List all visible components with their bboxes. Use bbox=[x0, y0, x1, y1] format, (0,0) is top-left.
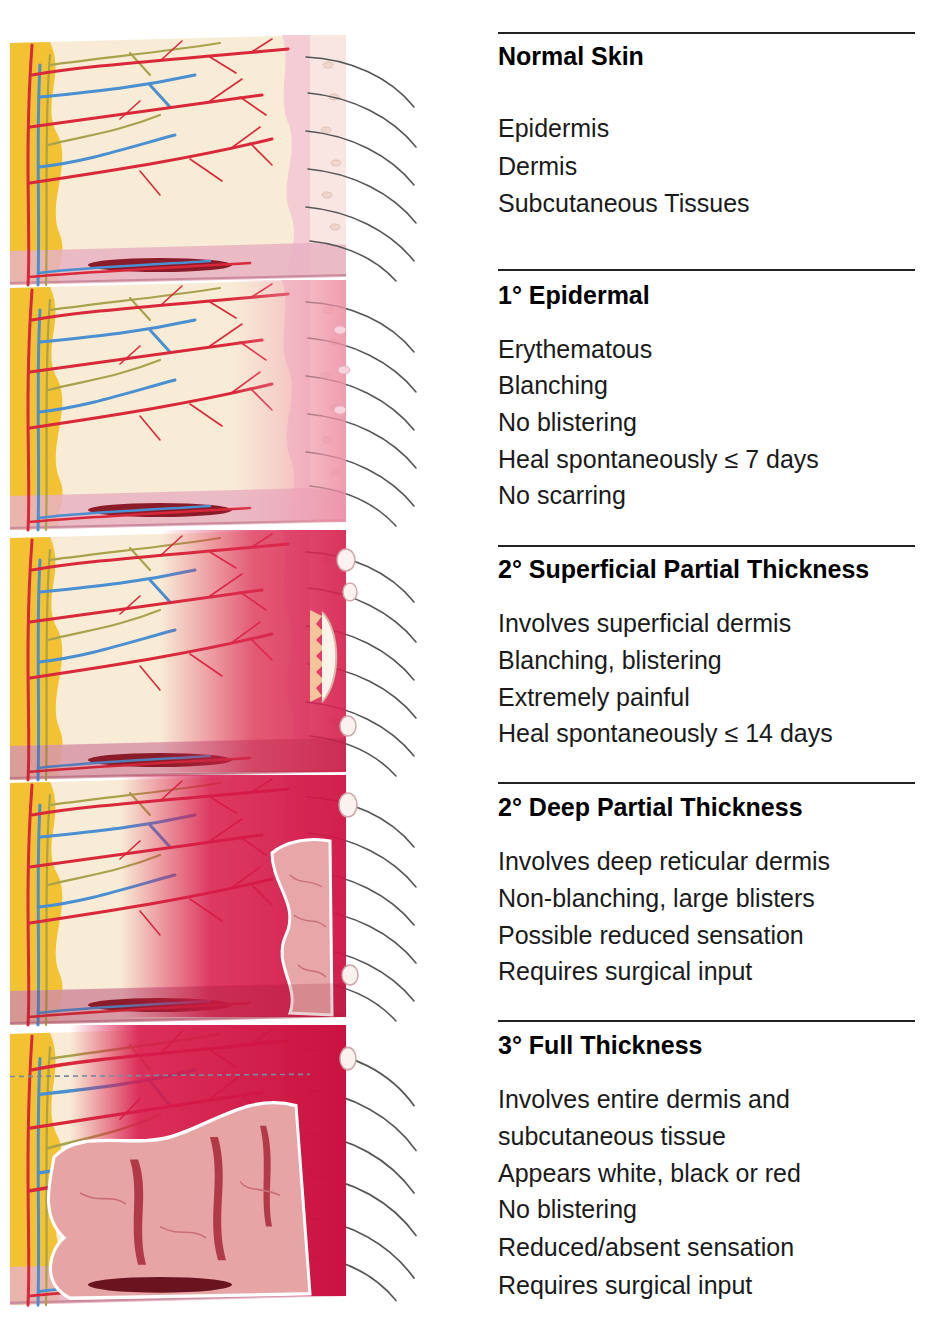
epidermal-burn-block-part-part bbox=[334, 326, 346, 334]
section-heading: 1° Epidermal bbox=[498, 277, 920, 314]
full-thickness-block-part-part bbox=[210, 1137, 226, 1260]
superficial-partial-block bbox=[10, 530, 416, 780]
full-thickness-block-part bbox=[88, 1277, 232, 1293]
skin-block bbox=[10, 1025, 416, 1305]
deep-partial-block-part bbox=[339, 793, 358, 985]
section-heading: 2° Superficial Partial Thickness bbox=[498, 551, 920, 588]
feature-text: Requires surgical input bbox=[498, 1267, 920, 1304]
epidermal-burn-block-part-part bbox=[338, 366, 350, 374]
section-rule bbox=[498, 32, 915, 34]
feature-text: Involves superficial dermis bbox=[498, 605, 920, 642]
full-thickness-block-part-part bbox=[240, 1182, 280, 1195]
deep-partial-block-part-part bbox=[339, 793, 357, 817]
section-heading: 2° Deep Partial Thickness bbox=[498, 789, 920, 826]
deep-partial-block-part bbox=[290, 875, 326, 977]
superficial-partial-block-part-part bbox=[340, 716, 356, 736]
superficial-partial-block-part-part bbox=[343, 583, 357, 601]
feature-text: Requires surgical input bbox=[498, 953, 920, 990]
full-thickness-block-part bbox=[80, 1182, 280, 1238]
superficial-partial-block-part bbox=[160, 530, 346, 772]
epidermal-burn-block-part bbox=[230, 280, 346, 522]
skin-block bbox=[10, 530, 416, 780]
section-rule bbox=[498, 782, 915, 784]
feature-text: Heal spontaneously ≤ 14 days bbox=[498, 715, 920, 752]
feature-text: Non-blanching, large blisters bbox=[498, 880, 920, 917]
full-thickness-block bbox=[10, 1025, 416, 1305]
skin-block bbox=[10, 35, 416, 285]
feature-text: Blanching, blistering bbox=[498, 642, 920, 679]
full-thickness-block-part-part bbox=[160, 1227, 206, 1238]
feature-text: Extremely painful bbox=[498, 679, 920, 716]
feature-text: Dermis bbox=[498, 148, 920, 185]
feature-text: Heal spontaneously ≤ 7 days bbox=[498, 441, 920, 478]
deep-partial-block-part-part bbox=[290, 875, 322, 887]
full-thickness-block-part-part bbox=[80, 1193, 126, 1204]
feature-text: Subcutaneous Tissues bbox=[498, 185, 920, 222]
full-thickness-block-part bbox=[130, 1126, 272, 1265]
section-heading: 3° Full Thickness bbox=[498, 1027, 920, 1064]
full-thickness-block-part bbox=[49, 1103, 311, 1299]
deep-partial-block-part-part bbox=[298, 965, 326, 977]
deep-partial-block-part bbox=[10, 983, 346, 1025]
section-heading: Normal Skin bbox=[498, 38, 920, 75]
epidermal-burn-block-part-part bbox=[334, 406, 346, 414]
full-thickness-block-part-part bbox=[130, 1159, 146, 1264]
deep-partial-block-part-part bbox=[342, 965, 358, 985]
deep-partial-block-part-part bbox=[294, 915, 326, 927]
deep-partial-block-part bbox=[120, 775, 346, 1017]
section-rule bbox=[498, 1020, 915, 1022]
full-thickness-block-part bbox=[10, 1074, 310, 1076]
feature-text: Appears white, black or red bbox=[498, 1155, 920, 1192]
feature-text: Involves entire dermis and subcutaneous … bbox=[498, 1081, 918, 1155]
feature-text: No blistering bbox=[498, 404, 920, 441]
full-thickness-block-part-part bbox=[260, 1126, 272, 1227]
section-rule bbox=[498, 545, 915, 547]
feature-text: Reduced/absent sensation bbox=[498, 1229, 920, 1266]
feature-text: Epidermis bbox=[498, 110, 920, 147]
skin-block bbox=[10, 775, 416, 1025]
epidermal-burn-block-part bbox=[334, 326, 350, 414]
epidermal-burn-block bbox=[10, 280, 416, 530]
superficial-partial-block-part bbox=[322, 612, 336, 702]
full-thickness-block-part bbox=[340, 1047, 356, 1069]
skin-block bbox=[10, 280, 416, 530]
superficial-partial-block-part-part bbox=[337, 549, 355, 571]
superficial-partial-block-part bbox=[10, 738, 346, 780]
superficial-partial-block-part bbox=[310, 610, 324, 702]
feature-text: Involves deep reticular dermis bbox=[498, 843, 920, 880]
deep-partial-block bbox=[10, 775, 416, 1025]
feature-text: No blistering bbox=[498, 1191, 920, 1228]
feature-text: Possible reduced sensation bbox=[498, 917, 920, 954]
superficial-partial-block-part bbox=[337, 549, 357, 736]
full-thickness-block-part-part bbox=[340, 1047, 356, 1069]
feature-text: Blanching bbox=[498, 367, 920, 404]
normal-skin-block bbox=[10, 35, 416, 285]
section-rule bbox=[498, 269, 915, 271]
feature-text: Erythematous bbox=[498, 331, 920, 368]
feature-text: No scarring bbox=[498, 477, 920, 514]
